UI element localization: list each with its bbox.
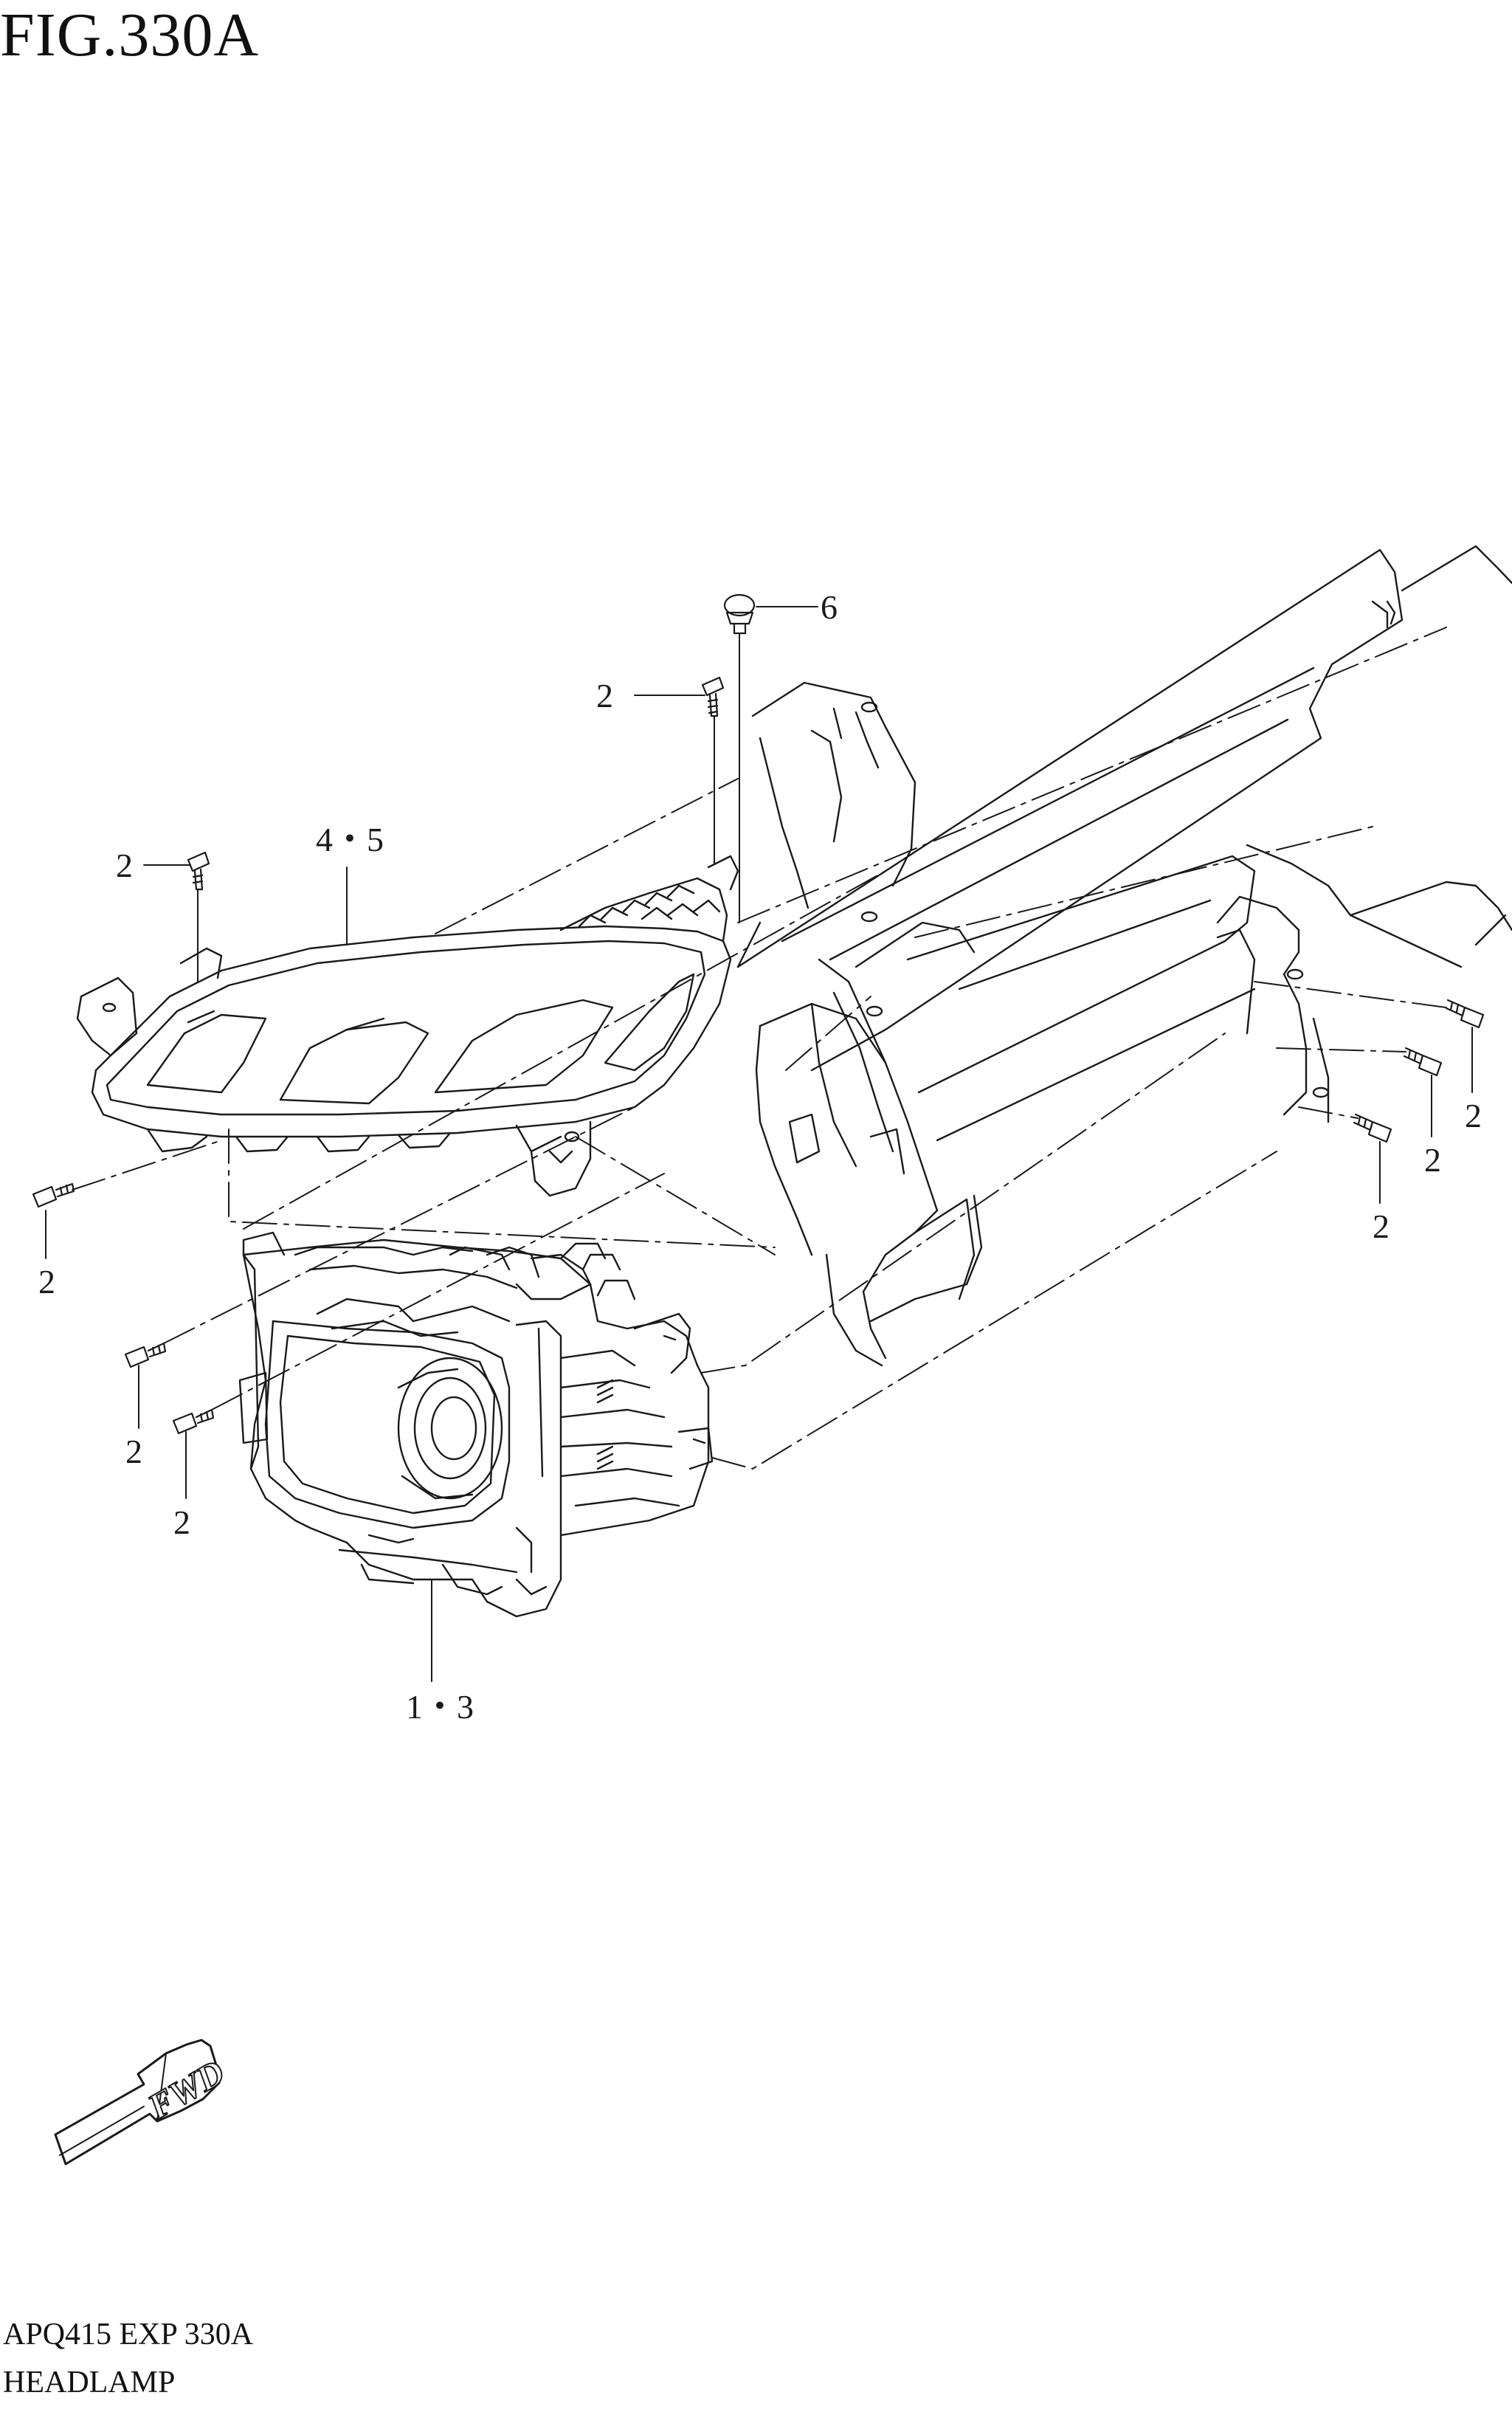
- bolt-icon: [32, 1182, 75, 1208]
- callout-6: 6: [821, 588, 838, 626]
- figure-title: FIG.330A: [0, 1, 260, 69]
- callout-2: 2: [125, 1433, 142, 1470]
- bolt-icon: [1403, 1047, 1443, 1077]
- callout-2: 2: [1373, 1208, 1390, 1245]
- bolt-icon: [1445, 999, 1485, 1029]
- headlamp-garnish-part: [76, 855, 739, 1197]
- bolt-icon: [124, 1342, 167, 1368]
- leader-lines: [45, 606, 1473, 1682]
- bolt-icon: [1353, 1113, 1392, 1143]
- callout-4-5: 4・5: [316, 821, 384, 858]
- callout-2: 2: [596, 677, 613, 714]
- headlamp-assembly-part: [238, 1231, 714, 1618]
- figure-code: APQ415 EXP 330A: [3, 2318, 254, 2352]
- alignment-lines: [72, 627, 1447, 1470]
- bolts-and-clips: [32, 593, 1485, 1435]
- bolt-icon: [172, 1408, 215, 1435]
- callout-2: 2: [173, 1503, 190, 1541]
- clip-6-icon: [723, 593, 756, 635]
- fwd-arrow-icon: FWD: [54, 2039, 232, 2166]
- radiator-support-frame: [736, 545, 1512, 1367]
- callout-2: 2: [38, 1263, 55, 1300]
- callout-1-3: 1・3: [406, 1688, 474, 1726]
- bolt-icon: [701, 676, 725, 717]
- callout-2: 2: [116, 847, 133, 884]
- figure-name: HEADLAMP: [3, 2366, 176, 2400]
- callout-labels: 6 2 4・5 2 2 2 2 2 2 2 1・3: [38, 588, 1482, 1726]
- bolt-icon: [187, 851, 210, 891]
- callout-2: 2: [1465, 1097, 1482, 1134]
- callout-2: 2: [1424, 1141, 1441, 1179]
